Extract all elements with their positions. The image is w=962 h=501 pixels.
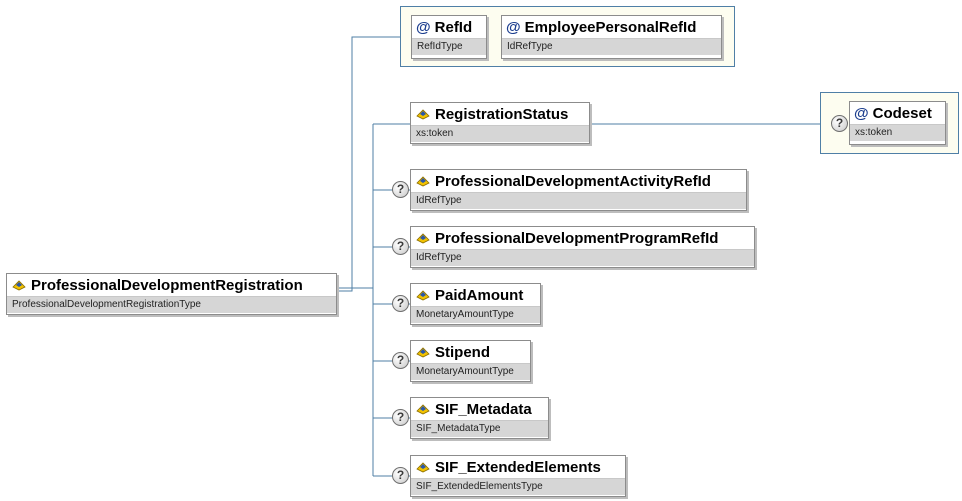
element-name: SIF_Metadata	[435, 400, 532, 418]
optional-icon: ?	[831, 115, 848, 132]
attribute-employeepersonalrefid[interactable]: @EmployeePersonalRefId IdRefType	[501, 15, 722, 59]
element-professionaldevelopmentprogramrefid[interactable]: ProfessionalDevelopmentProgramRefId IdRe…	[410, 226, 755, 268]
element-name: ProfessionalDevelopmentActivityRefId	[435, 172, 711, 190]
element-name: PaidAmount	[435, 286, 524, 304]
optional-icon: ?	[392, 467, 409, 484]
element-registrationstatus[interactable]: RegistrationStatus xs:token	[410, 102, 590, 144]
element-icon	[416, 176, 430, 187]
optional-icon: ?	[392, 352, 409, 369]
element-icon	[416, 233, 430, 244]
attribute-name: EmployeePersonalRefId	[524, 18, 697, 36]
element-sif-metadata[interactable]: SIF_Metadata SIF_MetadataType	[410, 397, 549, 439]
element-icon	[12, 280, 26, 291]
attribute-icon: @	[506, 18, 521, 36]
attribute-type: RefIdType	[412, 38, 486, 55]
attribute-name: RefId	[434, 18, 473, 36]
element-professionaldevelopmentactivityrefid[interactable]: ProfessionalDevelopmentActivityRefId IdR…	[410, 169, 747, 211]
attribute-name: Codeset	[872, 104, 932, 122]
element-type: xs:token	[411, 125, 589, 142]
element-sif-extendedelements[interactable]: SIF_ExtendedElements SIF_ExtendedElement…	[410, 455, 626, 497]
element-type: SIF_MetadataType	[411, 420, 548, 437]
element-type: IdRefType	[411, 192, 746, 209]
element-type: MonetaryAmountType	[411, 363, 530, 380]
optional-icon: ?	[392, 295, 409, 312]
attribute-type: IdRefType	[502, 38, 721, 55]
attribute-group: @RefId RefIdType @EmployeePersonalRefId …	[400, 6, 735, 67]
optional-icon: ?	[392, 238, 409, 255]
element-type: SIF_ExtendedElementsType	[411, 478, 625, 495]
attribute-icon: @	[854, 104, 869, 122]
optional-icon: ?	[392, 181, 409, 198]
element-name: RegistrationStatus	[435, 105, 569, 123]
element-name: SIF_ExtendedElements	[435, 458, 601, 476]
element-icon	[416, 462, 430, 473]
attribute-icon: @	[416, 18, 431, 36]
root-element-type: ProfessionalDevelopmentRegistrationType	[7, 296, 336, 313]
element-icon	[416, 347, 430, 358]
attribute-type: xs:token	[850, 124, 945, 141]
element-name: Stipend	[435, 343, 490, 361]
element-type: IdRefType	[411, 249, 754, 266]
element-paidamount[interactable]: PaidAmount MonetaryAmountType	[410, 283, 541, 325]
attribute-codeset[interactable]: @Codeset xs:token	[849, 101, 946, 145]
element-type: MonetaryAmountType	[411, 306, 540, 323]
root-element-name: ProfessionalDevelopmentRegistration	[31, 276, 303, 294]
element-name: ProfessionalDevelopmentProgramRefId	[435, 229, 719, 247]
element-stipend[interactable]: Stipend MonetaryAmountType	[410, 340, 531, 382]
element-icon	[416, 290, 430, 301]
optional-icon: ?	[392, 409, 409, 426]
element-icon	[416, 109, 430, 120]
root-element-node[interactable]: ProfessionalDevelopmentRegistration Prof…	[6, 273, 337, 315]
element-icon	[416, 404, 430, 415]
attribute-refid[interactable]: @RefId RefIdType	[411, 15, 487, 59]
status-attribute-group: ? @Codeset xs:token	[820, 92, 959, 154]
